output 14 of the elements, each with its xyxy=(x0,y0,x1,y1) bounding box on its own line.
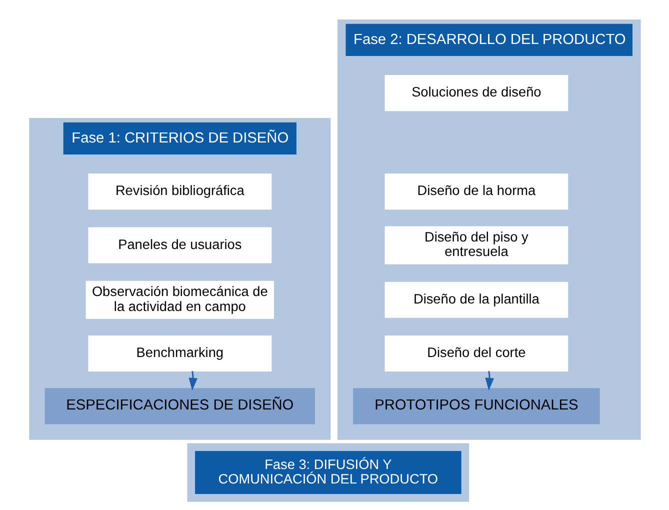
node-box: ESPECIFICACIONES DE DISEÑO xyxy=(44,388,314,424)
arrow xyxy=(484,370,494,391)
node-box: Benchmarking xyxy=(88,335,272,372)
node-box: Paneles de usuarios xyxy=(88,227,272,264)
node-box: Observación biomecánica de la actividad en campo xyxy=(85,280,274,319)
node-box: Diseño de la plantilla xyxy=(384,282,568,318)
node-box: Diseño de la horma xyxy=(384,174,568,210)
node-box: Fase 3: DIFUSIÓN Y COMUNICACIÓN DEL PRODUCTO xyxy=(186,443,469,502)
arrow xyxy=(188,370,198,391)
node-box: PROTOTIPOS FUNCIONALES xyxy=(352,388,600,424)
node-box: Soluciones de diseño xyxy=(384,75,568,112)
node-box: Revisión bibliográfica xyxy=(88,174,272,210)
node-box: Diseño del piso y entresuela xyxy=(384,226,568,264)
node-box: Diseño del corte xyxy=(384,335,568,372)
